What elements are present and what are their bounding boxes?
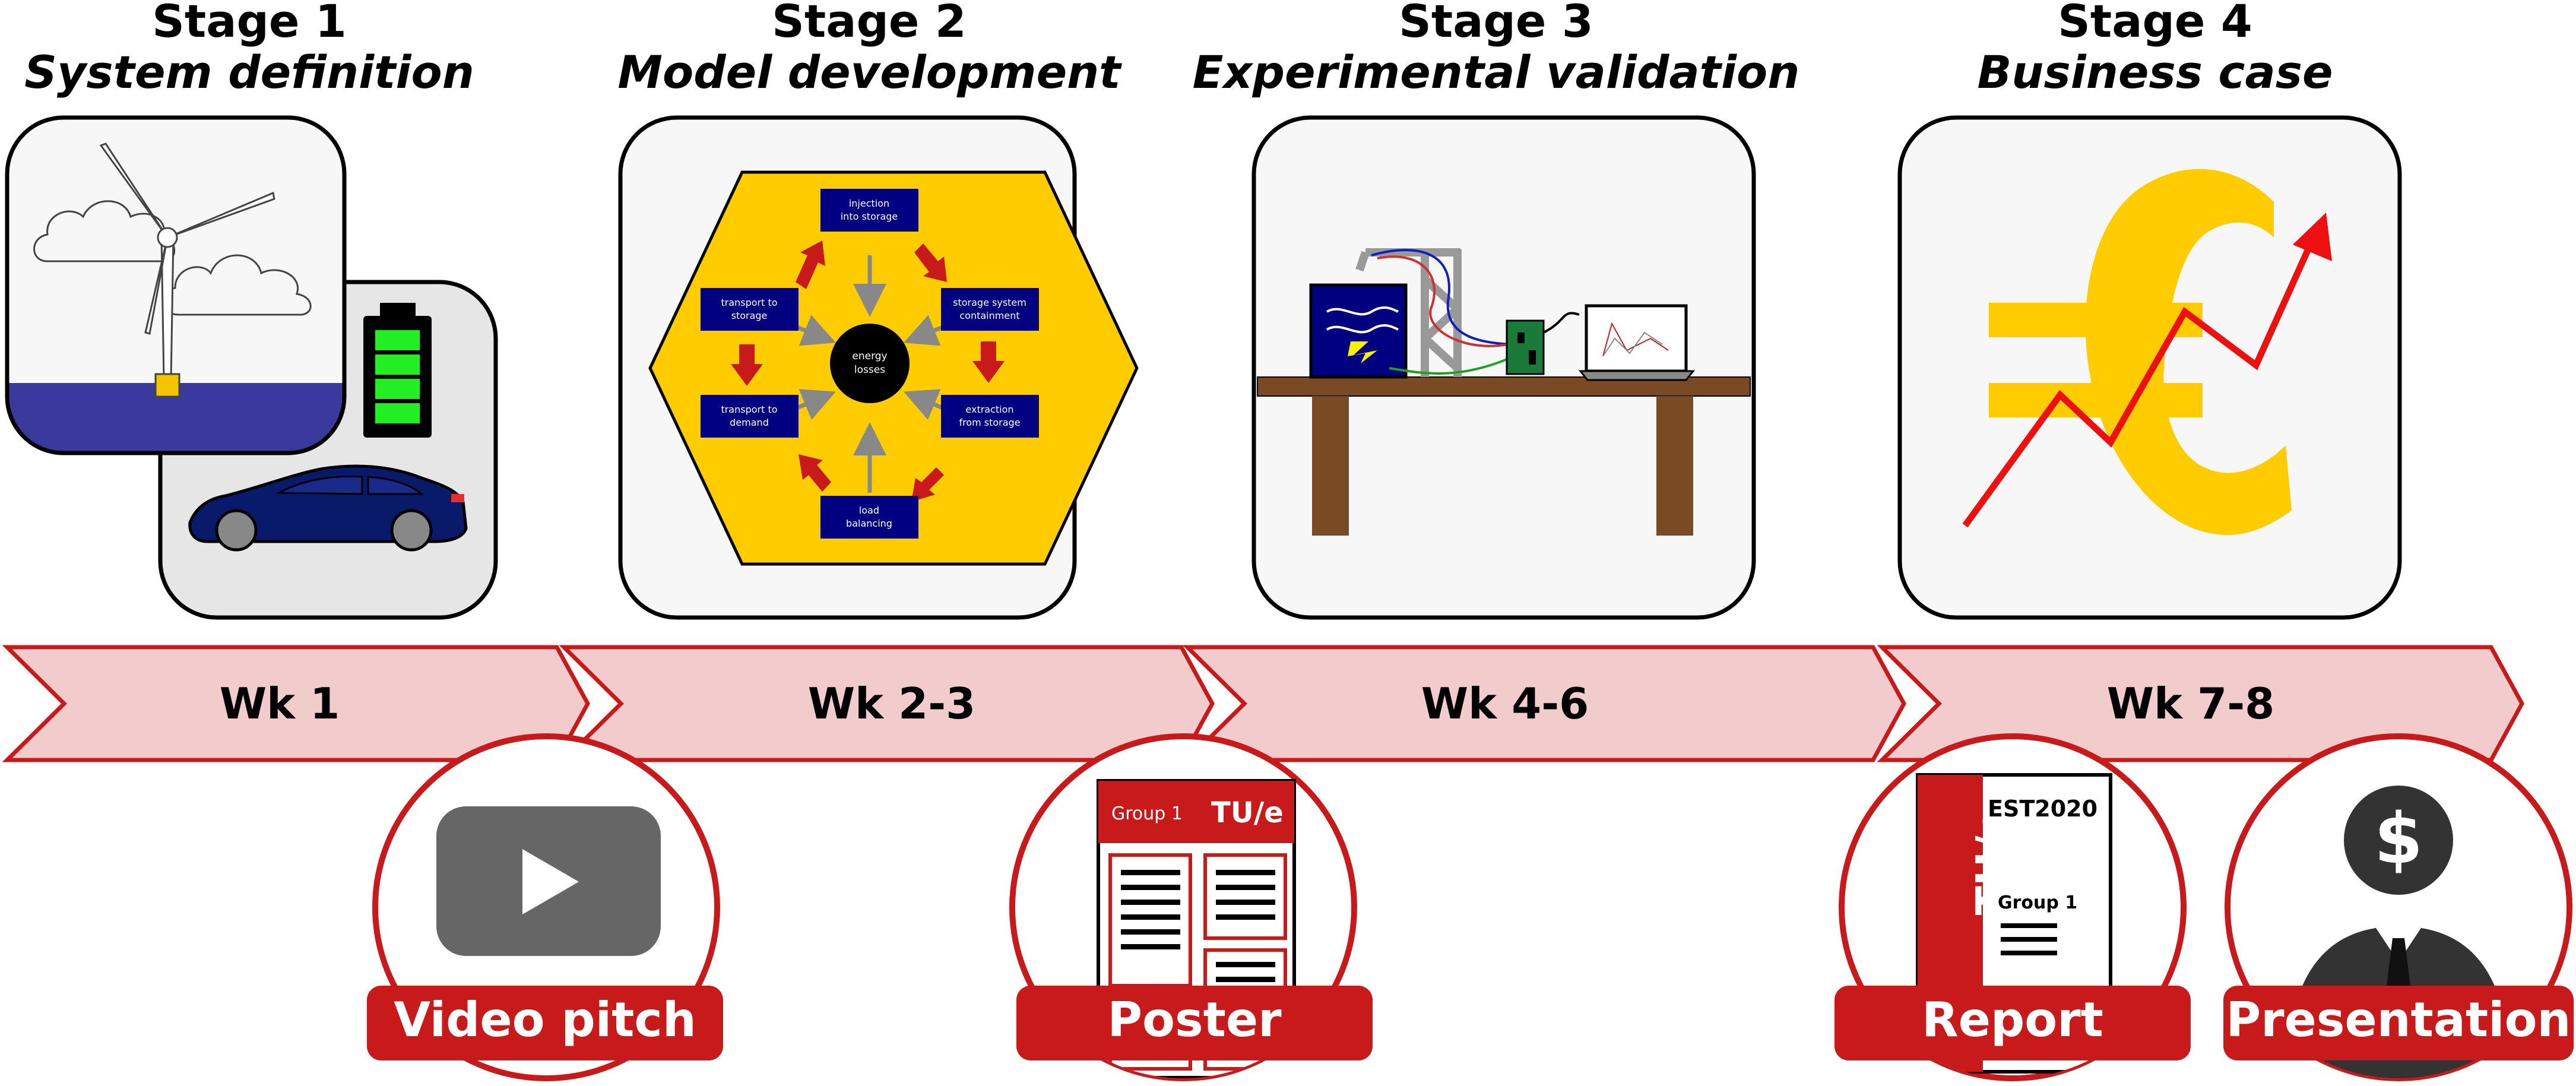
svg-text:storage: storage [731, 310, 768, 321]
energy-losses-label-line1: energy [852, 350, 887, 362]
dollar-icon: $ [2374, 797, 2423, 879]
week-label-3: Wk 4-6 [1421, 679, 1589, 729]
timeline-arrow-wk4-6: Wk 4-6 [1182, 645, 1906, 762]
electric-car-icon [188, 464, 468, 552]
timeline: Wk 1 Wk 2-3 Wk 4-6 Wk 7-8 [2, 645, 2524, 762]
week-label-2: Wk 2-3 [808, 679, 975, 729]
report-logo-text: TU/e [1967, 807, 2017, 916]
svg-text:storage system: storage system [953, 297, 1026, 308]
laptop-icon [1578, 304, 1696, 381]
stage-2-icon: energy losses injection into storage tra… [618, 115, 1139, 620]
stage-2-name: Model development [617, 46, 1121, 99]
svg-text:demand: demand [730, 417, 769, 428]
timeline-arrow-wk7-8: Wk 7-8 [1877, 645, 2524, 762]
deliverable-label-presentation: Presentation [2226, 992, 2571, 1047]
circuit-board-icon [1506, 319, 1545, 375]
stage-1-number: Stage 1 [152, 0, 347, 48]
stage-3-number: Stage 3 [1399, 0, 1593, 48]
wind-turbine-icon [99, 143, 275, 398]
stage-1-heading: Stage 1 System definition [0, 0, 576, 100]
deliverable-label-video-pitch: Video pitch [394, 992, 696, 1047]
box-transport-to-demand: transport to demand [701, 395, 799, 438]
svg-text:injection: injection [849, 198, 889, 209]
poster-logo-text: TU/e [1211, 796, 1284, 829]
week-label-4: Wk 7-8 [2107, 679, 2274, 729]
stage-2-heading: Stage 2 Model development [543, 0, 1196, 100]
cycle-arrows [731, 240, 1005, 502]
stage-1-name: System definition [24, 46, 474, 99]
report-group-text: Group 1 [1998, 892, 2077, 913]
tank-icon [1309, 283, 1408, 379]
wires-icon [1371, 249, 1580, 375]
timeline-arrow-wk2-3: Wk 2-3 [559, 645, 1215, 762]
week-label-1: Wk 1 [220, 679, 340, 729]
battery-icon [363, 303, 432, 438]
box-extraction: extraction from storage [941, 395, 1039, 438]
play-icon [436, 806, 661, 956]
cloud-icon [33, 200, 312, 316]
box-load-balancing: load balancing [820, 496, 918, 539]
svg-text:containment: containment [959, 310, 1019, 321]
stage-4-number: Stage 4 [2058, 0, 2252, 48]
stage-3-name: Experimental validation [1192, 46, 1800, 99]
stage-4-icon [1897, 115, 2402, 620]
deliverable-label-poster: Poster [1107, 992, 1282, 1047]
box-injection: injection into storage [820, 189, 918, 232]
poster-group-text: Group 1 [1111, 803, 1183, 824]
trend-up-arrow-icon [1962, 213, 2332, 528]
stage-4-heading: Stage 4 Business case [1829, 0, 2482, 100]
report-code-text: EST2020 [1988, 796, 2097, 822]
svg-text:extraction: extraction [965, 404, 1013, 415]
model-hexagon: energy losses injection into storage tra… [648, 170, 1139, 566]
svg-text:balancing: balancing [846, 518, 892, 529]
wind-turbine-panel [5, 115, 347, 455]
svg-text:from storage: from storage [959, 417, 1020, 428]
stage-2-number: Stage 2 [772, 0, 967, 48]
deliverable-poster: Group 1 TU/e Poster [1009, 733, 1373, 1081]
svg-text:transport to: transport to [721, 297, 777, 308]
deliverable-report: TU/e EST2020 Group 1 Report [1834, 733, 2191, 1081]
deliverable-presentation: $ Presentation [2223, 733, 2574, 1081]
deliverable-video-pitch: Video pitch [367, 733, 723, 1081]
energy-losses-label-line2: losses [854, 364, 885, 376]
box-transport-to-storage: transport to storage [701, 288, 799, 331]
svg-text:transport to: transport to [721, 404, 777, 415]
stage-1-icon [5, 115, 498, 620]
euro-icon [1989, 169, 2292, 535]
box-storage-containment: storage system containment [941, 288, 1039, 331]
deliverable-label-report: Report [1922, 992, 2103, 1047]
stage-3-icon [1251, 115, 1756, 620]
svg-text:into storage: into storage [841, 211, 898, 222]
svg-text:load: load [859, 505, 879, 516]
stage-4-name: Business case [1977, 46, 2333, 99]
stage-3-heading: Stage 3 Experimental validation [1170, 0, 1823, 100]
